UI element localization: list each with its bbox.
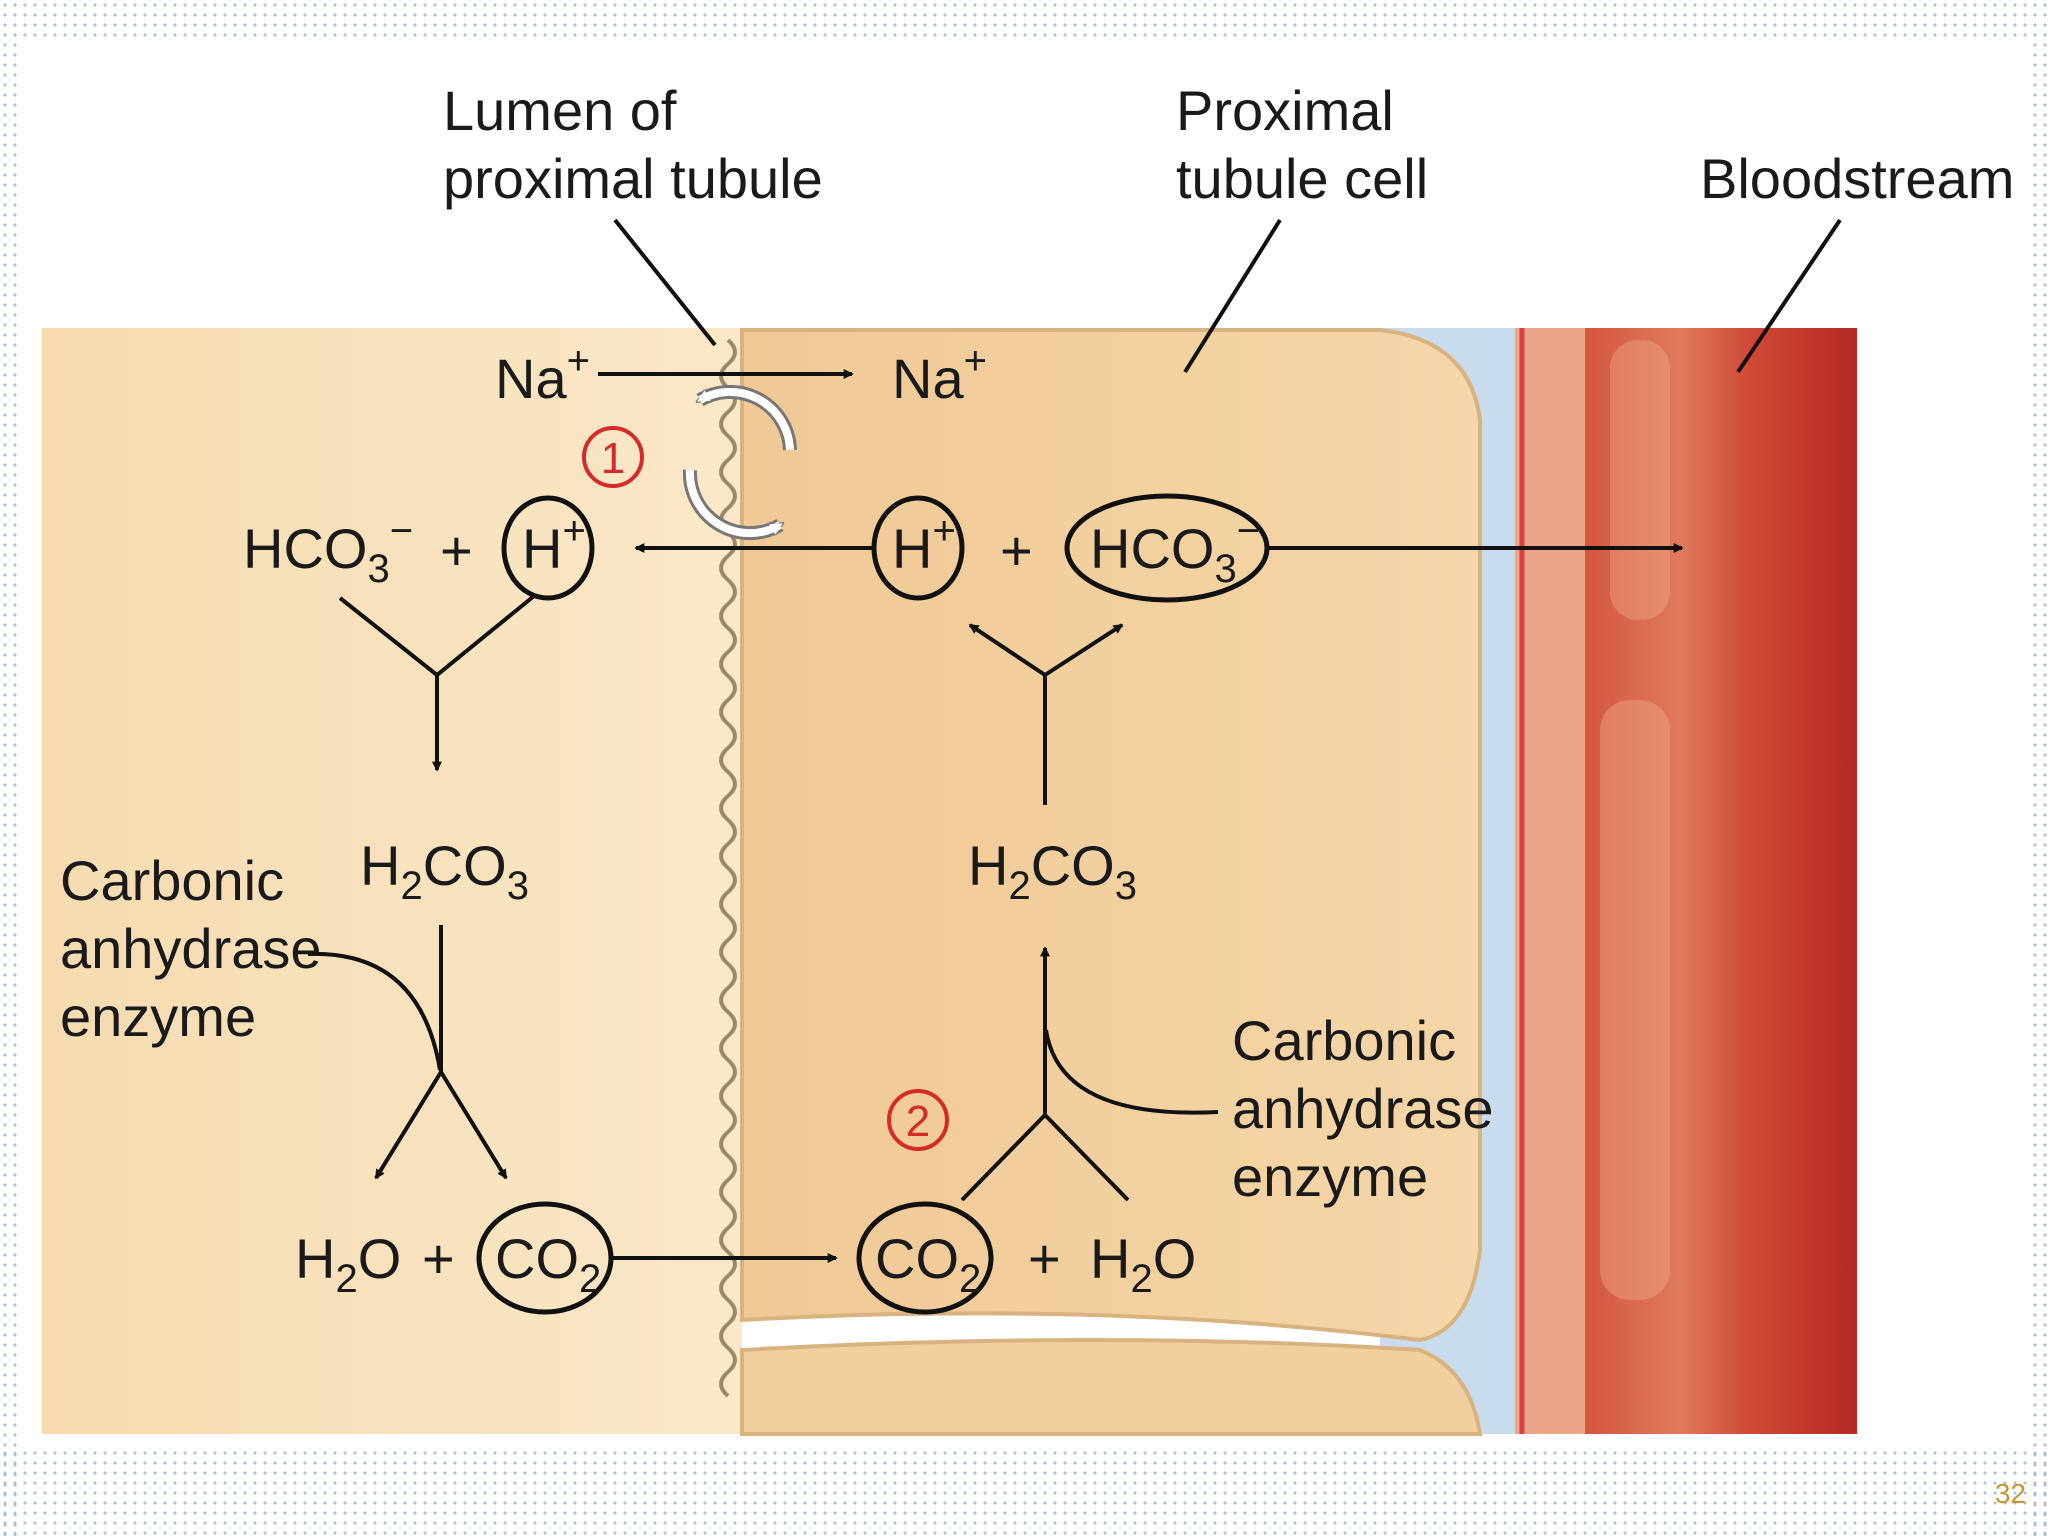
page-number: 32: [1994, 1478, 2026, 1509]
co2-cell-circle: [856, 1201, 994, 1315]
step-2-number: 2: [906, 1097, 930, 1146]
lumen-label-line2: proximal tubule: [443, 147, 823, 210]
enzyme-cell-line3: enzyme: [1232, 1145, 1428, 1208]
brush-border-membrane: [719, 338, 737, 1398]
na-cell: Na+: [892, 339, 987, 410]
lumen-split-right: [439, 1070, 508, 1180]
blood-highlight-top: [1610, 340, 1670, 620]
vessel-wall: [1515, 328, 1585, 1434]
na-h-antiporter-icon: [682, 384, 797, 541]
hco3-cell: HCO3−: [1090, 509, 1260, 591]
enzyme-lumen-line1: Carbonic: [60, 849, 284, 912]
enzyme-lumen-curve: [307, 951, 442, 1071]
h-lumen: H+: [522, 509, 586, 580]
cell-split-right: [1043, 623, 1124, 677]
h-lumen-circle: [501, 495, 595, 601]
dotted-border-bottom: [0, 1448, 2048, 1536]
h-cell-circle: [871, 495, 965, 601]
hco3-lumen: HCO3−: [243, 509, 413, 591]
lumen-region: [42, 328, 742, 1434]
plus-cell-bottom: +: [1028, 1227, 1061, 1290]
plus-lumen-top: +: [440, 519, 473, 582]
bloodstream-region: [1585, 328, 1857, 1434]
h2co3-cell: H2CO3: [968, 834, 1137, 908]
enzyme-lumen-line2: anhydrase: [60, 917, 322, 980]
co2-lumen: CO2: [495, 1227, 601, 1301]
h2co3-lumen: H2CO3: [360, 834, 529, 908]
step-1-badge: [582, 426, 644, 488]
h2o-cell: H2O: [1090, 1227, 1196, 1301]
na-lumen: Na+: [495, 339, 590, 410]
enzyme-lumen-line3: enzyme: [60, 985, 256, 1048]
co2-cell: CO2: [875, 1227, 981, 1301]
lumen-label-line1: Lumen of: [443, 79, 677, 142]
dotted-border-right: [2030, 0, 2048, 1536]
cell-pointer-line: [1183, 218, 1282, 374]
blood-highlight: [1600, 700, 1670, 1300]
bloodstream-label: Bloodstream: [1700, 147, 2014, 210]
co2-lumen-circle: [476, 1201, 614, 1315]
cell-label-line1: Proximal: [1176, 79, 1394, 142]
h-cell: H+: [892, 509, 956, 580]
lumen-split-left: [374, 1070, 443, 1180]
enzyme-cell-line1: Carbonic: [1232, 1009, 1456, 1072]
plus-cell-top: +: [1000, 519, 1033, 582]
step-2-badge: [887, 1089, 949, 1151]
enzyme-cell-curve: [1044, 1029, 1219, 1115]
cell-split-left: [968, 623, 1047, 677]
blood-pointer-line: [1736, 218, 1842, 374]
lumen-pointer-line: [613, 218, 717, 347]
cell-label-line2: tubule cell: [1176, 147, 1428, 210]
dotted-border-left: [0, 0, 18, 1536]
proximal-tubule-cell-lower: [740, 1338, 1483, 1436]
h2o-lumen: H2O: [295, 1227, 401, 1301]
plus-lumen-bottom: +: [422, 1227, 455, 1290]
proximal-tubule-cell-upper: [740, 328, 1482, 1343]
dotted-border-top: [0, 0, 2048, 40]
hco3-cell-ellipse: [1064, 493, 1270, 603]
step-1-number: 1: [601, 434, 625, 483]
enzyme-cell-line2: anhydrase: [1232, 1077, 1494, 1140]
